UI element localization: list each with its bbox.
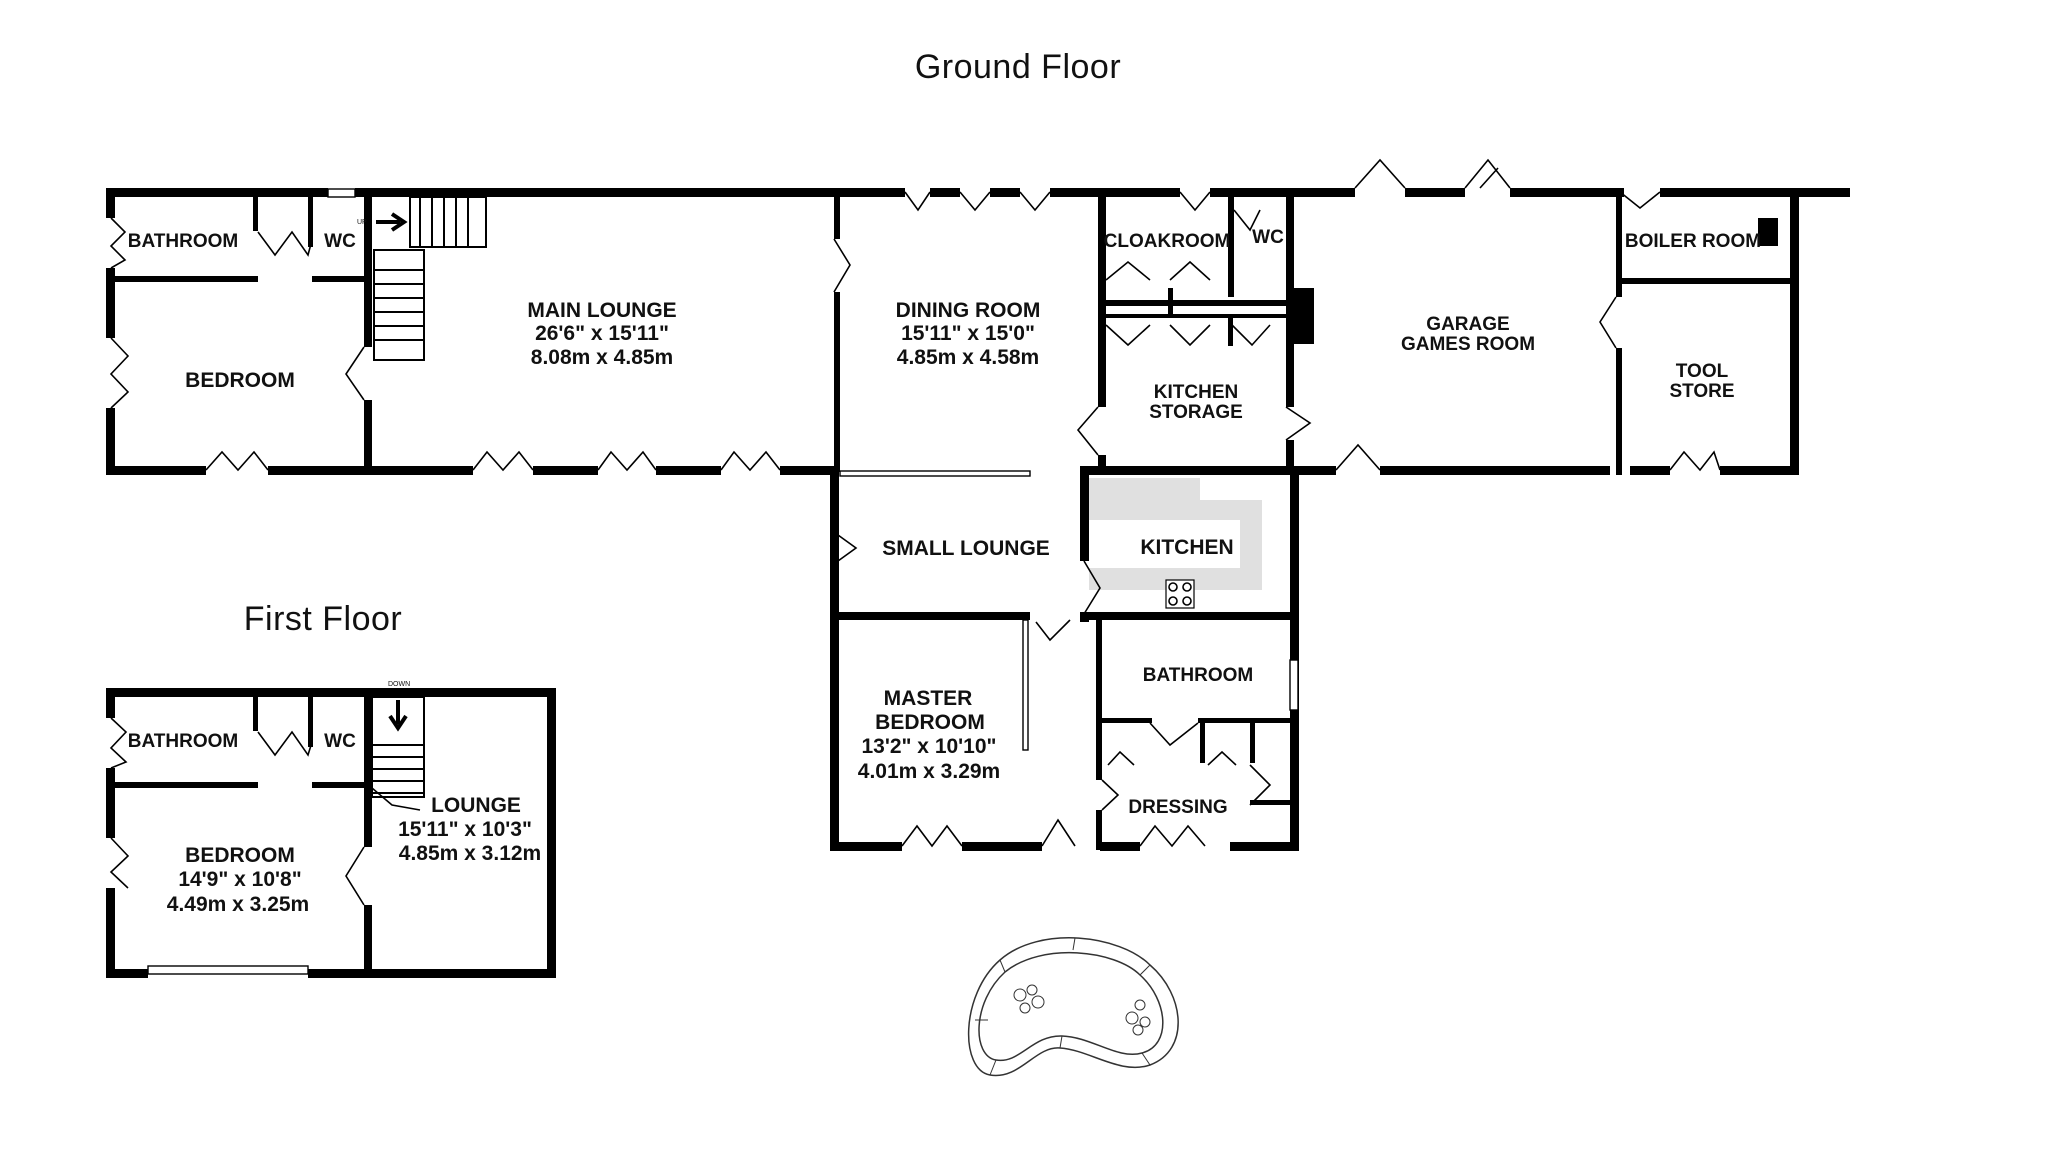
ground-floor-inner-walls	[106, 197, 1792, 850]
master-bedroom-label-1: MASTER	[884, 687, 973, 710]
dressing-label: DRESSING	[1128, 797, 1227, 818]
ground-bathroom-label: BATHROOM	[128, 231, 238, 252]
ground-floor-walls	[106, 188, 1850, 851]
ground-floor-title: Ground Floor	[915, 48, 1121, 86]
first-room-labels: BATHROOM WC BEDROOM 14'9" x 10'8" 4.49m …	[128, 731, 541, 916]
kitchen-storage-label-2: STORAGE	[1149, 402, 1243, 423]
main-lounge-metric: 8.08m x 4.85m	[531, 346, 673, 369]
boiler-room-label: BOILER ROOM	[1625, 231, 1761, 252]
first-floor-title: First Floor	[244, 600, 403, 638]
hob-icon	[1165, 579, 1195, 609]
master-bedroom-metric: 4.01m x 3.29m	[858, 760, 1000, 783]
dining-room-metric: 4.85m x 4.58m	[897, 346, 1039, 369]
first-lounge-imperial: 15'11" x 10'3"	[398, 818, 532, 841]
cloakroom-label: CLOAKROOM	[1104, 231, 1231, 252]
ground-bathroom2-label: BATHROOM	[1143, 665, 1253, 686]
first-bedroom-metric: 4.49m x 3.25m	[167, 893, 309, 916]
first-bedroom-label: BEDROOM	[185, 844, 295, 867]
garden-pond	[967, 937, 1179, 1077]
garage-label-1: GARAGE	[1426, 314, 1509, 335]
kitchen-storage-label-1: KITCHEN	[1154, 382, 1238, 403]
main-lounge-imperial: 26'6" x 15'11"	[535, 322, 669, 345]
first-lounge-metric: 4.85m x 3.12m	[399, 842, 541, 865]
dining-room-label: DINING ROOM	[896, 299, 1041, 322]
small-lounge-label: SMALL LOUNGE	[882, 537, 1050, 560]
ground-wc2-label: WC	[1252, 227, 1284, 248]
ground-doors[interactable]	[109, 158, 1721, 848]
ground-bedroom-label: BEDROOM	[185, 369, 295, 392]
first-bathroom-label: BATHROOM	[128, 731, 238, 752]
windows	[147, 188, 1299, 975]
first-lounge-label: LOUNGE	[431, 794, 521, 817]
master-bedroom-label-2: BEDROOM	[875, 711, 985, 734]
staircase-ground	[373, 196, 487, 361]
garage-label-2: GAMES ROOM	[1401, 334, 1535, 355]
ground-room-labels: BATHROOM WC BEDROOM MAIN LOUNGE 26'6" x …	[128, 227, 1761, 818]
tool-store-label-2: STORE	[1669, 381, 1734, 402]
tool-store-label-1: TOOL	[1676, 361, 1729, 382]
first-floor-walls	[106, 688, 556, 978]
first-floor-doors[interactable]	[109, 717, 421, 906]
main-lounge-label: MAIN LOUNGE	[527, 299, 676, 322]
first-wc-label: WC	[324, 731, 356, 752]
ground-wc-label: WC	[324, 231, 356, 252]
stairs-down-label: DOWN	[388, 681, 410, 688]
master-bedroom-imperial: 13'2" x 10'10"	[861, 735, 996, 758]
kitchen-counter	[1089, 478, 1262, 590]
staircase-first	[371, 696, 425, 798]
stairs-up-label: UP	[357, 219, 367, 226]
dining-room-imperial: 15'11" x 15'0"	[901, 322, 1035, 345]
first-bedroom-imperial: 14'9" x 10'8"	[178, 868, 301, 891]
kitchen-label: KITCHEN	[1140, 536, 1233, 559]
